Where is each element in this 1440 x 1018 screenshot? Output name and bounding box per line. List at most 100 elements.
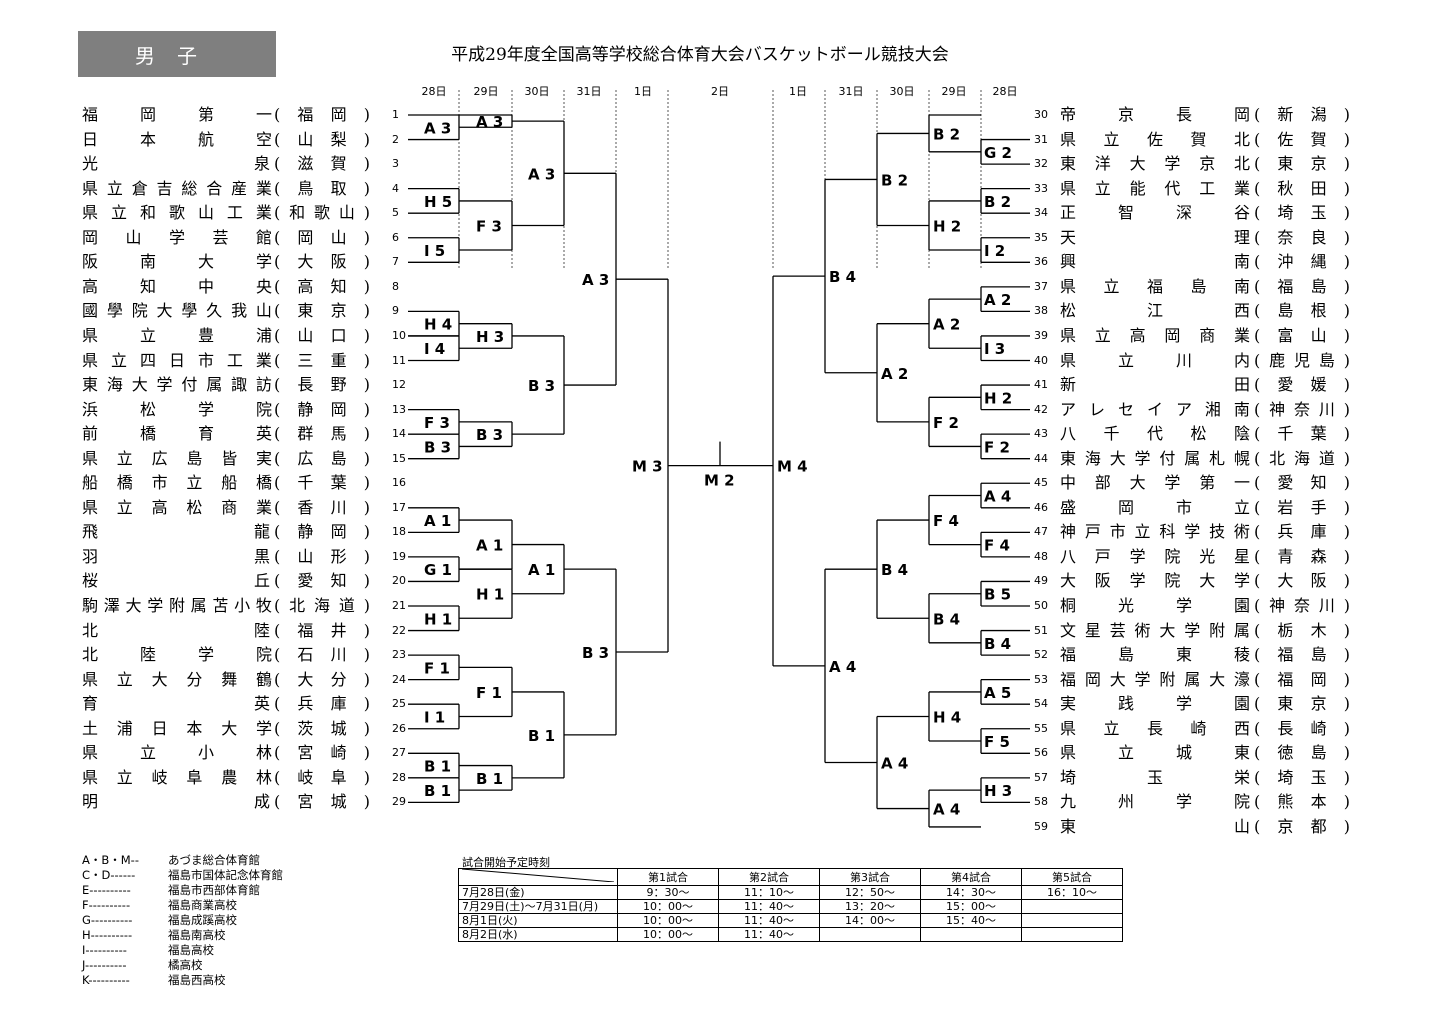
team-number: 41	[1034, 378, 1048, 392]
team-name: 帝京長岡	[1060, 105, 1250, 124]
team-number: 36	[1034, 255, 1048, 269]
schedule-date: 8月1日(火)	[458, 913, 618, 928]
schedule-caption: 試合開始予定時刻	[462, 856, 550, 869]
team-name: 船橋市立船橋	[82, 473, 272, 493]
match-venue-label: H 1	[424, 610, 452, 628]
team-number: 23	[392, 648, 406, 662]
schedule-time: 10：00〜	[617, 899, 719, 914]
match-venue-label: H 5	[424, 193, 452, 211]
team-number: 10	[392, 328, 406, 342]
team-prefecture: (岩手)	[1254, 497, 1350, 517]
schedule-header: 第3試合	[819, 868, 921, 886]
team-prefecture: (奈良)	[1254, 227, 1350, 247]
schedule-time: 12：50〜	[819, 885, 921, 900]
legend-key: G----------	[82, 913, 133, 927]
team-name: 國學院大學久我山	[82, 301, 272, 321]
team-name: 福岡第一	[82, 105, 272, 124]
team-name: 福岡大学附属大濠	[1060, 669, 1250, 689]
schedule-header: 第1試合	[617, 868, 719, 886]
team-prefecture: (山形)	[274, 546, 370, 566]
team-name: 県立福島南	[1060, 276, 1250, 296]
team-number: 29	[392, 795, 406, 809]
legend-value: 橘高校	[168, 958, 203, 972]
match-venue-label: F 3	[476, 217, 502, 235]
team-prefecture: (静岡)	[274, 522, 370, 542]
match-venue-label: I 1	[424, 708, 445, 726]
day-label: 28日	[421, 85, 447, 98]
legend-key: J----------	[82, 958, 127, 972]
match-venue-label: B 2	[933, 125, 960, 143]
schedule-header: 第5試合	[1021, 868, 1123, 886]
schedule-time: 11：40〜	[718, 899, 820, 914]
legend-row: J---------- 橘高校	[82, 958, 283, 973]
team-number: 25	[392, 697, 406, 711]
match-venue-label: M 3	[632, 458, 663, 476]
team-name: 県立広島皆実	[82, 448, 272, 468]
team-number: 49	[1034, 574, 1048, 588]
team-prefecture: (愛知)	[1254, 473, 1350, 493]
team-prefecture: (福島)	[1254, 645, 1350, 665]
team-number: 35	[1034, 230, 1048, 244]
team-prefecture: (石川)	[274, 645, 370, 665]
team-number: 7	[392, 255, 399, 269]
team-prefecture: (東京)	[1254, 694, 1350, 714]
team-number: 12	[392, 378, 406, 392]
team-name: 埼玉栄	[1060, 767, 1250, 787]
team-prefecture: (埼玉)	[1254, 203, 1350, 223]
team-prefecture: (福井)	[274, 620, 370, 640]
team-name: 岡山学芸館	[82, 227, 272, 247]
match-venue-label: B 4	[829, 268, 856, 286]
legend-row: A・B・M--あづま総合体育館	[82, 853, 283, 868]
schedule-time: 10：00〜	[617, 913, 719, 928]
team-number: 5	[392, 206, 399, 220]
schedule-time: 9：30〜	[617, 885, 719, 900]
legend-row: K----------福島西高校	[82, 973, 283, 988]
match-venue-label: H 2	[933, 217, 961, 235]
team-prefecture: (岐阜)	[274, 767, 370, 787]
team-prefecture: (東京)	[274, 301, 370, 321]
match-venue-label: A 4	[881, 755, 908, 773]
team-number: 8	[392, 279, 399, 293]
team-prefecture: (大分)	[274, 669, 370, 689]
team-prefecture: (福岡)	[1254, 669, 1350, 689]
team-number: 50	[1034, 599, 1048, 612]
team-number: 42	[1034, 402, 1048, 416]
gender-label: 男子	[78, 31, 276, 77]
legend-row: G----------福島成蹊高校	[82, 913, 283, 928]
team-prefecture: (群馬)	[274, 424, 370, 444]
team-number: 44	[1034, 451, 1048, 465]
match-venue-label: B 1	[476, 770, 503, 788]
team-number: 13	[392, 402, 406, 416]
team-number: 16	[392, 476, 406, 490]
team-prefecture: (神奈川)	[1254, 399, 1350, 419]
team-name: 中部大学第一	[1060, 473, 1250, 493]
team-name: 八千代松陰	[1060, 424, 1250, 444]
match-venue-label: F 1	[476, 684, 502, 702]
team-prefecture: (福島)	[1254, 276, 1350, 296]
match-venue-label: A 3	[528, 165, 555, 183]
team-prefecture: (北海道)	[1254, 448, 1350, 468]
team-name: 正智深谷	[1060, 203, 1250, 223]
match-venue-label: F 1	[424, 659, 450, 677]
team-number: 40	[1034, 353, 1048, 367]
schedule-row: 7月28日(金)9：30〜11：10〜12：50〜14：30〜16：10〜	[458, 885, 1123, 900]
schedule-header: 第4試合	[920, 868, 1022, 886]
team-prefecture: (山梨)	[274, 129, 370, 149]
schedule-row: 7月29日(土)〜7月31日(月)10：00〜11：40〜13：20〜15：00…	[458, 899, 1123, 914]
team-number: 59	[1034, 819, 1048, 833]
team-name: 東洋大学京北	[1060, 154, 1250, 174]
legend-key: H----------	[82, 928, 133, 942]
match-venue-label: A 3	[424, 119, 451, 137]
team-prefecture: (大阪)	[274, 252, 370, 272]
team-name: 県立小林	[82, 743, 272, 763]
team-name: 東海大学付属札幌	[1060, 448, 1250, 468]
legend-key: C・D------	[82, 868, 136, 882]
legend-value: 福島商業高校	[168, 898, 237, 912]
team-prefecture: (香川)	[274, 497, 370, 517]
team-name: 文星芸術大学附属	[1060, 620, 1250, 640]
team-number: 58	[1034, 795, 1048, 809]
team-prefecture: (和歌山)	[274, 203, 370, 223]
